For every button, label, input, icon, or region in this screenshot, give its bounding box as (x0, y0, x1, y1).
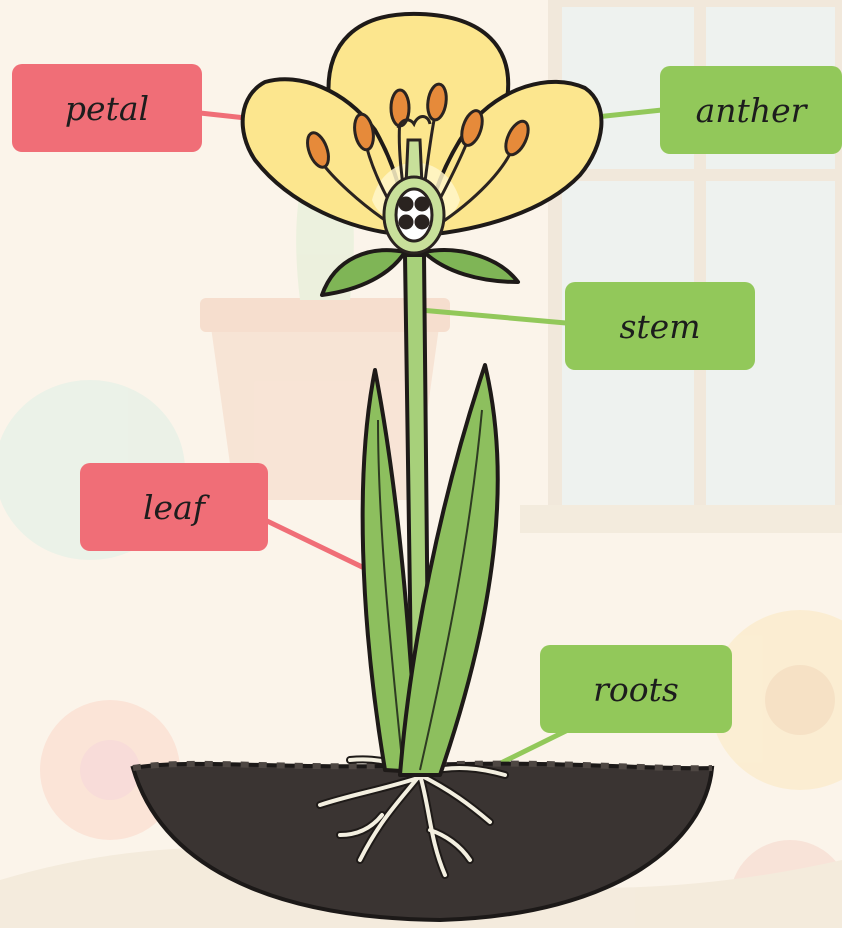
pistil-ovules (396, 189, 432, 241)
label-petal: petal (12, 64, 202, 152)
flower-sepal-right (424, 250, 518, 282)
label-stem: stem (565, 282, 755, 370)
ovule-2 (416, 198, 428, 210)
ovule-4 (416, 216, 428, 228)
background-flower-right-center (765, 665, 835, 735)
background-window-sill (520, 505, 842, 533)
label-roots: roots (540, 645, 732, 733)
ovule-3 (400, 216, 412, 228)
label-anther: anther (660, 66, 842, 154)
label-leaf: leaf (80, 463, 268, 551)
ovule-1 (400, 198, 412, 210)
background-flower-left-center (80, 740, 140, 800)
